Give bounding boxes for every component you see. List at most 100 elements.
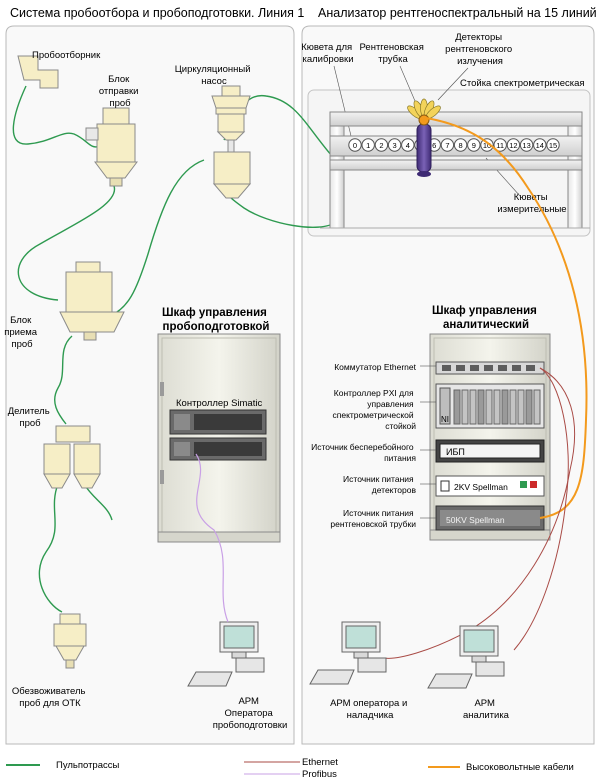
pxi-slot: [453, 389, 461, 425]
cuvette-13: 13: [519, 138, 534, 152]
dehydrator: [53, 613, 87, 669]
left-section-title: Система пробоотбора и пробоподготовки. Л…: [10, 6, 304, 20]
send-unit-label: Блок отправки проб: [99, 74, 141, 109]
cuvette-12: 12: [506, 138, 521, 152]
cuvette-number: 10: [483, 141, 491, 150]
switch-port: [484, 365, 493, 371]
prep-workstation: [187, 621, 265, 687]
legend-pipes: Пульпотрассы: [56, 760, 119, 771]
pipeline-receive-splitter: [54, 335, 73, 425]
pipeline-sampler-send: [12, 85, 101, 148]
pipeline-send-receive: [17, 185, 116, 301]
tube-psu: 50KV Spellman: [435, 505, 545, 531]
pxi-slot: [525, 389, 533, 425]
switch-port: [442, 365, 451, 371]
ni-logo: NI: [441, 415, 449, 424]
xray-tube-label: Рентгеновская трубка: [360, 42, 427, 65]
analytic-cabinet-title: Шкаф управления аналитический: [432, 305, 540, 331]
cuvette-3: 3: [387, 138, 402, 152]
cuvette-number: 8: [459, 141, 463, 150]
cuvette-number: 3: [393, 141, 397, 150]
cuvette-0: 0: [348, 138, 362, 152]
right-section-title: Анализатор рентгеноспектральный на 15 ли…: [318, 6, 597, 20]
cuvette-4: 4: [401, 138, 415, 152]
device-label-detector-psu: Источник питания детекторов: [343, 474, 416, 495]
cuvette-7: 7: [440, 138, 455, 152]
cuvette-11: 11: [493, 138, 507, 152]
device-label-switch: Коммутатор Ethernet: [334, 362, 416, 372]
cuvette-number: 6: [432, 141, 436, 150]
pxi-slot: [469, 389, 477, 425]
pump-label: Циркуляционный насос: [175, 64, 253, 87]
legend-hv: Высоковольтные кабели: [466, 762, 574, 773]
receive-unit-label: Блок приема проб: [4, 315, 39, 350]
cuvette-number: 0: [353, 141, 357, 150]
xray-tube: [416, 123, 432, 177]
switch-port: [470, 365, 479, 371]
sample-send-unit: [85, 107, 138, 187]
cuvette-1: 1: [361, 138, 375, 152]
cuvette-14: 14: [533, 138, 547, 152]
dehydrator-label: Обезвоживатель проб для ОТК: [12, 686, 88, 709]
operator-workstation: [309, 621, 387, 685]
pxi-slot: [501, 389, 509, 425]
xray-detectors: [407, 98, 441, 126]
switch-port: [456, 365, 465, 371]
pxi-slot: [477, 389, 485, 425]
spectrometric-rack: [320, 111, 590, 229]
meas-cuvettes-label: Кюветы измерительные: [497, 192, 566, 215]
sampler-label: Пробоотборник: [32, 50, 101, 61]
calib-cuvette-label: Кювета для калибровки: [301, 42, 355, 65]
cuvette-number: 13: [522, 141, 530, 150]
cuvette-10: 10: [480, 138, 494, 152]
sample-splitter: [43, 425, 101, 489]
prep-cabinet-title: Шкаф управления пробоподготовкой: [162, 307, 270, 333]
pxi-controller: NI: [435, 383, 545, 429]
pipeline-receive-pump: [109, 159, 205, 317]
sampler: [17, 55, 59, 89]
pxi-slot: [493, 389, 501, 425]
pxi-slot: [485, 389, 493, 425]
simatic-label: Контроллер Simatic: [176, 398, 262, 409]
splitter-label: Делитель проб: [8, 406, 53, 429]
device-label-pxi: Контроллер PXI для управления спектромет…: [333, 388, 417, 431]
ups-label: ИБП: [446, 447, 465, 457]
switch-port: [526, 365, 535, 371]
detector-psu: 2KV Spellman: [435, 475, 545, 497]
device-label-ups: Источник бесперебойного питания: [311, 442, 416, 463]
cuvette-row: 0123456789101112131415: [348, 138, 560, 152]
cuvette-number: 1: [366, 141, 370, 150]
ethernet-cables: [383, 367, 576, 659]
legend-profibus: Profibus: [302, 769, 337, 780]
pxi-slot: [533, 389, 541, 425]
legend-ethernet: Ethernet: [302, 757, 338, 768]
hv-cable: [425, 117, 588, 519]
cuvette-2: 2: [374, 138, 389, 152]
legend: Пульпотрассы Ethernet Profibus Высоковол…: [6, 757, 574, 780]
analyst-workstation-label: АРМ аналитика: [463, 698, 510, 721]
pxi-slot: [509, 389, 517, 425]
rack-label: Стойка спектрометрическая: [460, 78, 585, 89]
cuvette-15: 15: [546, 138, 560, 152]
cuvette-number: 7: [445, 141, 449, 150]
ethernet-switch: [435, 361, 545, 375]
tube-head: [418, 114, 430, 126]
pxi-slot: [517, 389, 525, 425]
switch-port: [498, 365, 507, 371]
analyst-workstation: [427, 625, 505, 689]
device-leaders: [420, 365, 436, 519]
device-label-tube-psu: Источник питания рентгеновской трубки: [330, 508, 416, 529]
prep-workstation-label: АРМ Оператора пробоподготовки: [213, 696, 288, 731]
switch-port: [512, 365, 521, 371]
simatic-controller: [169, 409, 267, 435]
operator-workstation-label: АРМ оператора и наладчика: [330, 698, 410, 721]
sample-receive-unit: [59, 261, 125, 341]
ups: ИБП: [435, 439, 545, 463]
pipeline-splitter-dehydrator: [38, 483, 63, 613]
cuvette-number: 12: [509, 141, 517, 150]
ethernet-to-operator-ws: [383, 367, 576, 659]
cuvette-number: 14: [536, 141, 544, 150]
circulation-pump: [211, 85, 252, 199]
ethernet-to-analyst-ws: [513, 367, 569, 651]
